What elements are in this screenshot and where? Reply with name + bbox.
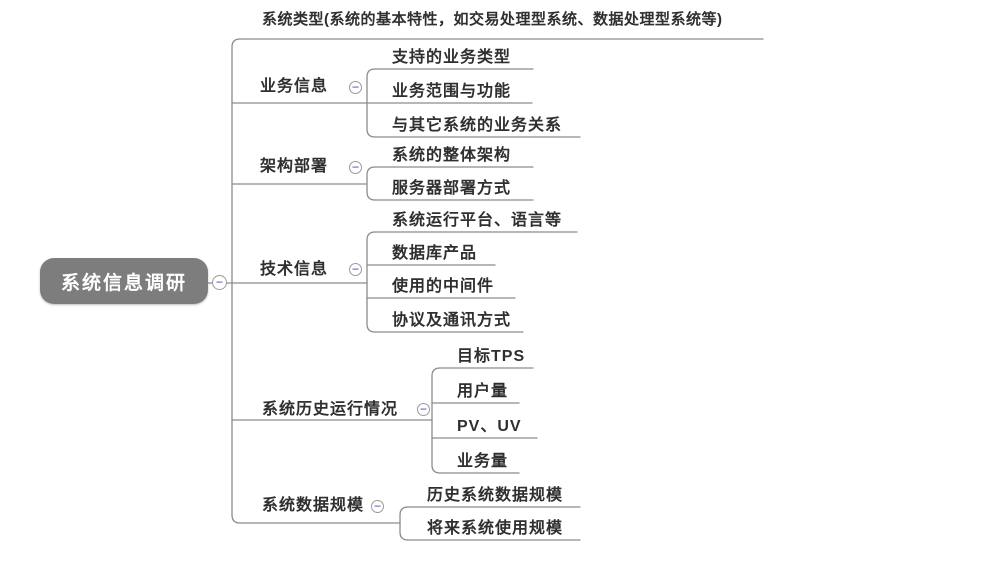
- child-database-product[interactable]: 数据库产品: [392, 245, 478, 262]
- collapse-button-data-scale[interactable]: −: [371, 500, 384, 513]
- bracket-architecture-deployment: [366, 166, 376, 201]
- minus-icon: −: [215, 275, 223, 289]
- branch-data-scale[interactable]: 系统数据规模: [262, 497, 365, 514]
- minus-icon: −: [373, 499, 381, 513]
- root-topic[interactable]: 系统信息调研: [40, 258, 208, 304]
- bracket-technical-info: [366, 231, 376, 333]
- bracket-data-scale: [399, 506, 409, 541]
- child-supported-business-types[interactable]: 支持的业务类型: [392, 49, 512, 66]
- branch-business-info[interactable]: 业务信息: [260, 78, 329, 95]
- child-historical-data-scale[interactable]: 历史系统数据规模: [427, 487, 564, 504]
- child-target-tps[interactable]: 目标TPS: [457, 348, 526, 365]
- child-business-scope-functions[interactable]: 业务范围与功能: [392, 83, 512, 100]
- child-middleware-used[interactable]: 使用的中间件: [392, 278, 495, 295]
- minus-icon: −: [351, 160, 359, 174]
- child-overall-architecture[interactable]: 系统的整体架构: [392, 147, 512, 164]
- child-runtime-platform-language[interactable]: 系统运行平台、语言等: [392, 212, 563, 229]
- collapse-button-business-info[interactable]: −: [349, 81, 362, 94]
- bracket-history-operation: [431, 367, 441, 474]
- collapse-button-root[interactable]: −: [212, 275, 227, 290]
- child-server-deployment[interactable]: 服务器部署方式: [392, 180, 512, 197]
- child-future-usage-scale[interactable]: 将来系统使用规模: [427, 520, 564, 537]
- child-business-volume[interactable]: 业务量: [457, 453, 509, 470]
- branch-technical-info[interactable]: 技术信息: [260, 261, 329, 278]
- branch-history-operation[interactable]: 系统历史运行情况: [262, 401, 399, 418]
- branch-architecture-deployment[interactable]: 架构部署: [260, 158, 329, 175]
- child-protocol-communication[interactable]: 协议及通讯方式: [392, 312, 512, 329]
- minus-icon: −: [419, 402, 427, 416]
- collapse-button-technical-info[interactable]: −: [349, 263, 362, 276]
- branch-system-type[interactable]: 系统类型(系统的基本特性，如交易处理型系统、数据处理型系统等): [262, 11, 723, 28]
- child-relation-other-systems[interactable]: 与其它系统的业务关系: [392, 117, 563, 134]
- child-user-volume[interactable]: 用户量: [457, 383, 509, 400]
- child-pv-uv[interactable]: PV、UV: [457, 418, 522, 435]
- connector-trunk: [231, 38, 241, 524]
- collapse-button-architecture-deployment[interactable]: −: [349, 161, 362, 174]
- minus-icon: −: [351, 80, 359, 94]
- collapse-button-history-operation[interactable]: −: [417, 403, 430, 416]
- minus-icon: −: [351, 262, 359, 276]
